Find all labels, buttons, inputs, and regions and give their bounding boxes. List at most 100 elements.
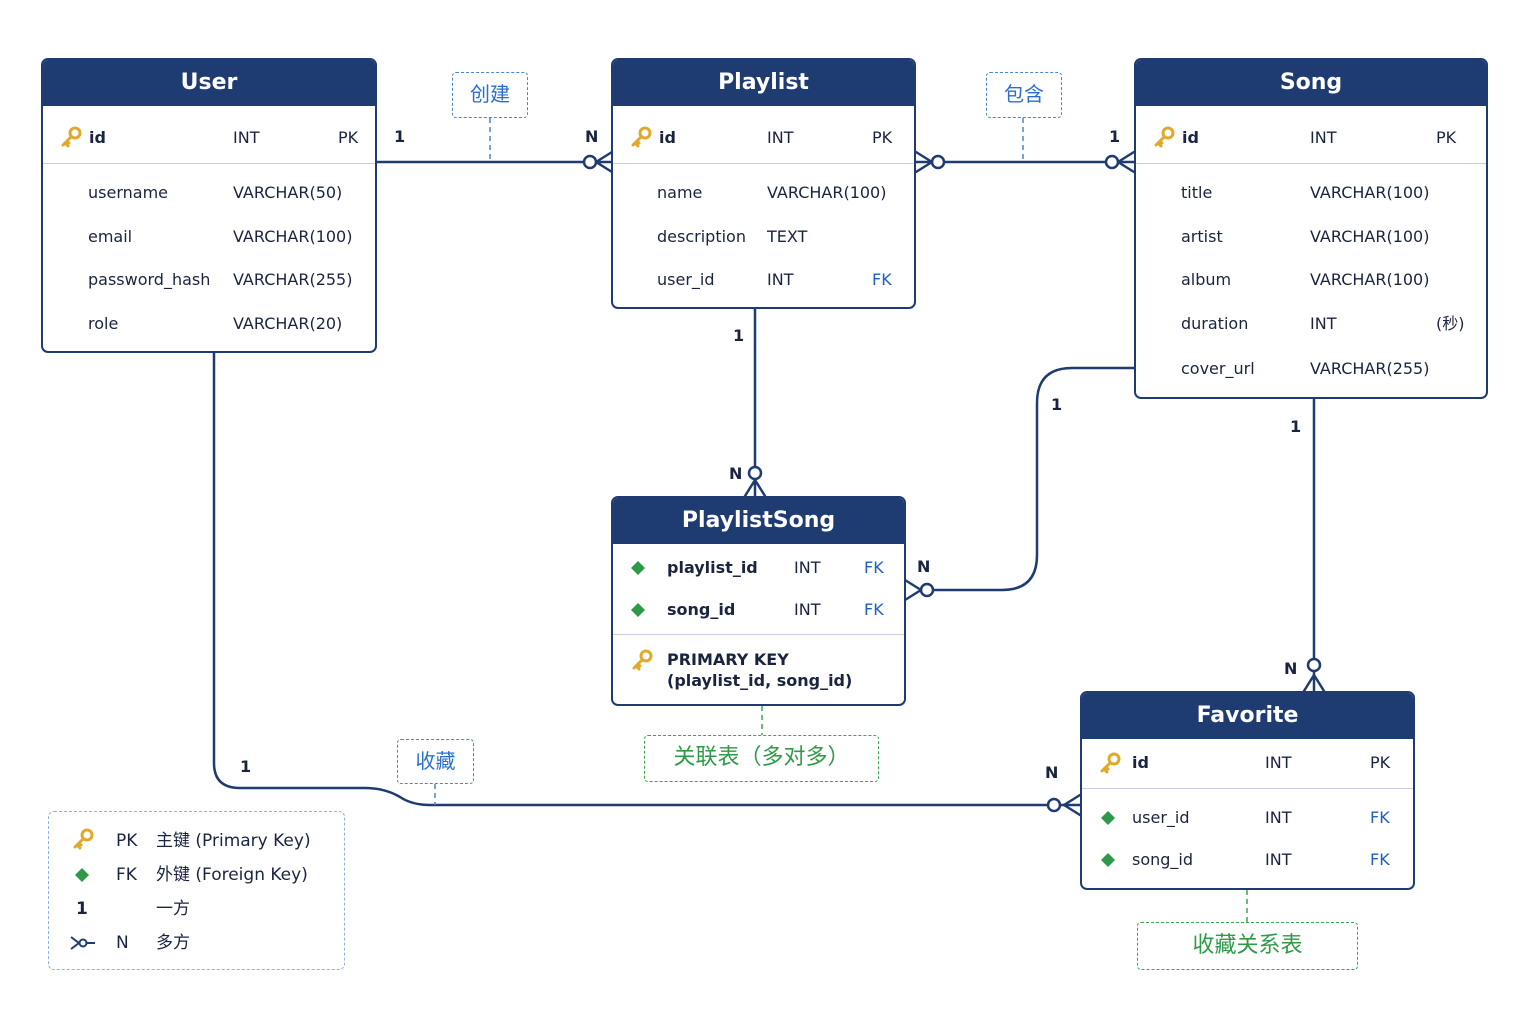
entity-song[interactable]: Song id INT PK title VARCHAR(100) artist…	[1134, 58, 1488, 399]
column-type: VARCHAR(255)	[233, 270, 353, 289]
foreign-key-icon	[1101, 811, 1115, 825]
primary-key-icon	[1154, 126, 1175, 148]
relation-contain-label: 包含	[986, 72, 1062, 118]
column-name: id	[89, 128, 106, 147]
circle-song-playlist	[1104, 154, 1120, 170]
column-key: PK	[338, 128, 359, 147]
relation-create-label: 创建	[452, 72, 528, 118]
foreign-key-icon	[75, 868, 89, 882]
composite-key-label: PRIMARY KEY	[667, 650, 789, 669]
column-type: INT	[794, 600, 821, 619]
legend-pk-code: PK	[116, 831, 138, 851]
column-type: VARCHAR(255)	[1310, 359, 1430, 378]
column-name: song_id	[1132, 850, 1194, 869]
column-type: TEXT	[767, 227, 808, 246]
entity-user[interactable]: User id INT PK username VARCHAR(50) emai…	[41, 58, 377, 353]
column-type: VARCHAR(100)	[1310, 227, 1430, 246]
column-name: album	[1181, 270, 1232, 289]
cardinality-playlist-playlistsong-one: 1	[733, 326, 745, 345]
column-key: FK	[1370, 850, 1390, 869]
cardinality-user-favorite-many: N	[1045, 763, 1059, 782]
cardinality-song-favorite-many: N	[1284, 659, 1298, 678]
foreign-key-icon	[631, 561, 645, 575]
cardinality-song-favorite-one: 1	[1290, 417, 1302, 436]
note-playlist-song: 关联表（多对多）	[644, 735, 879, 782]
entity-title: Playlist	[613, 60, 914, 106]
foreign-key-icon	[631, 603, 645, 617]
column-key: FK	[872, 270, 892, 289]
column-key: FK	[1370, 808, 1390, 827]
circle-playlist-song	[930, 154, 946, 170]
crowfoot-playlist-song	[914, 150, 934, 174]
crowfoot-song-playlist	[1116, 150, 1136, 174]
primary-key-icon	[632, 649, 653, 671]
legend-pk-text: 主键 (Primary Key)	[156, 831, 311, 851]
column-name: artist	[1181, 227, 1223, 246]
crowfoot-icon	[70, 936, 95, 950]
row-divider	[613, 634, 904, 635]
column-type: VARCHAR(100)	[767, 183, 887, 202]
cardinality-song-playlistsong-one: 1	[1051, 395, 1063, 414]
circle-favorite-user	[1046, 797, 1062, 813]
column-type: INT	[767, 128, 794, 147]
row-divider	[1136, 163, 1486, 164]
legend-one-text: 一方	[156, 899, 190, 919]
cardinality-user-favorite-one: 1	[240, 757, 252, 776]
note-favorite: 收藏关系表	[1137, 922, 1358, 970]
cardinality-user-playlist-one: 1	[394, 127, 406, 146]
line-song-playlistsong	[919, 366, 1136, 592]
column-type: INT	[233, 128, 260, 147]
column-name: title	[1181, 183, 1213, 202]
column-type: INT	[794, 558, 821, 577]
legend-fk-code: FK	[116, 865, 137, 885]
foreign-key-icon	[1101, 853, 1115, 867]
entity-title: Song	[1136, 60, 1486, 106]
column-name: email	[88, 227, 133, 246]
column-key: FK	[864, 558, 884, 577]
column-type: INT	[1310, 128, 1337, 147]
relation-favorite-label: 收藏	[397, 739, 474, 784]
primary-key-icon	[631, 126, 652, 148]
column-key: PK	[1370, 753, 1391, 772]
column-name: username	[88, 183, 168, 202]
column-name: role	[88, 314, 119, 333]
column-name: id	[1182, 128, 1199, 147]
circle-favorite-song	[1306, 657, 1322, 673]
column-type: INT	[767, 270, 794, 289]
row-divider	[613, 163, 914, 164]
column-key: PK	[1436, 128, 1457, 147]
column-type: VARCHAR(50)	[233, 183, 343, 202]
column-type: INT	[1265, 808, 1292, 827]
primary-key-icon	[1100, 752, 1121, 774]
entity-favorite[interactable]: Favorite id INT PK user_id INT FK song_i…	[1080, 691, 1415, 890]
crowfoot-playlistsong-playlist	[743, 478, 767, 498]
cardinality-user-playlist-many: N	[585, 127, 599, 146]
primary-key-icon	[73, 828, 94, 850]
column-name: description	[657, 227, 746, 246]
entity-title: User	[43, 60, 375, 106]
cardinality-playlist-song-one: 1	[1109, 127, 1121, 146]
column-name: cover_url	[1181, 359, 1255, 378]
column-type: VARCHAR(100)	[1310, 183, 1430, 202]
column-type: INT	[1265, 753, 1292, 772]
crowfoot-playlist-user	[594, 150, 614, 174]
column-key: PK	[872, 128, 893, 147]
entity-playlist-song[interactable]: PlaylistSong playlist_id INT FK song_id …	[611, 496, 906, 706]
column-name: user_id	[1132, 808, 1190, 827]
column-name: id	[1132, 753, 1149, 772]
crowfoot-favorite-song	[1302, 673, 1326, 693]
legend-fk-text: 外键 (Foreign Key)	[156, 865, 308, 885]
column-name: password_hash	[88, 270, 211, 289]
legend-many-text: 多方	[156, 933, 190, 953]
crowfoot-playlistsong-song	[903, 578, 923, 602]
cardinality-song-playlistsong-many: N	[917, 557, 931, 576]
circle-playlistsong-playlist	[747, 465, 763, 481]
column-name: id	[659, 128, 676, 147]
column-name: name	[657, 183, 703, 202]
row-divider	[43, 163, 375, 164]
composite-key-columns: (playlist_id, song_id)	[667, 671, 853, 690]
primary-key-icon	[61, 126, 82, 148]
entity-playlist[interactable]: Playlist id INT PK name VARCHAR(100) des…	[611, 58, 916, 309]
column-name: song_id	[667, 600, 736, 619]
